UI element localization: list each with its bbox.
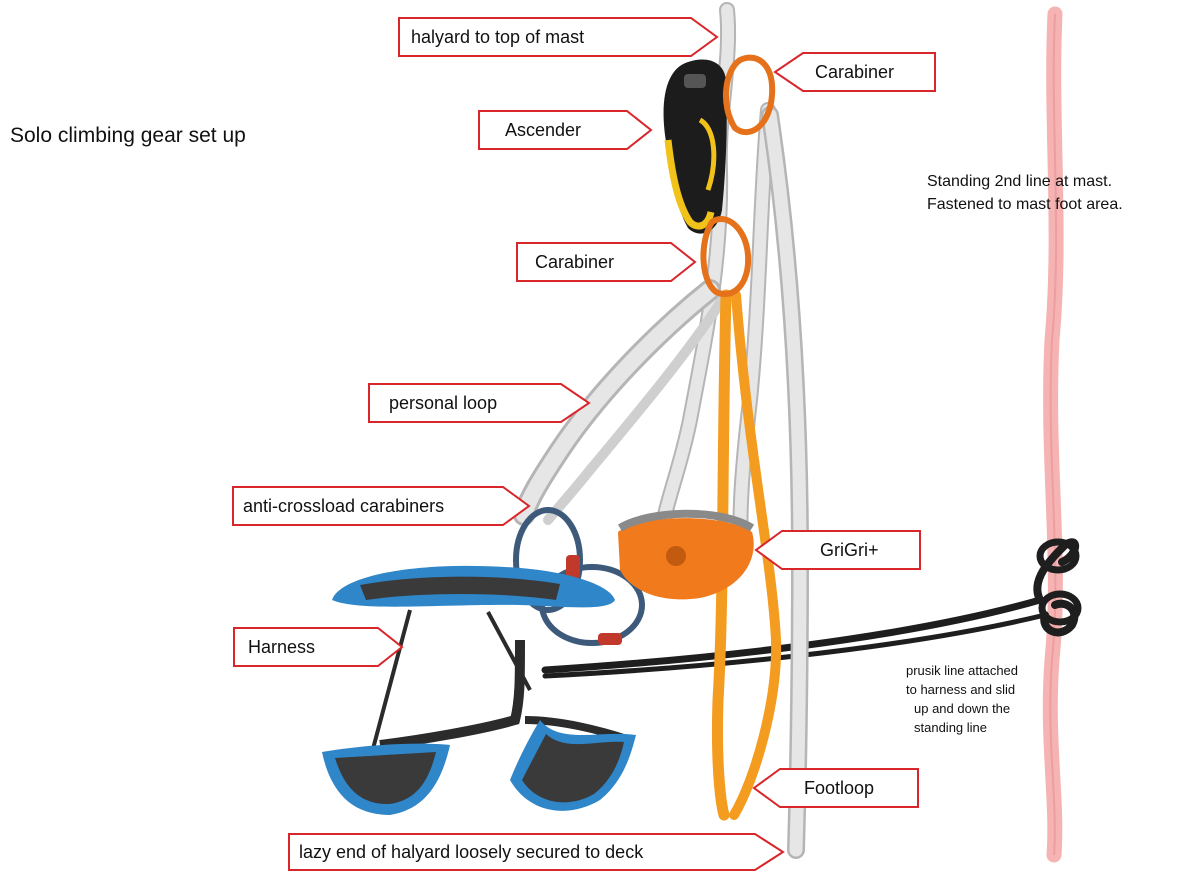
callout-personal-loop-label: personal loop bbox=[389, 382, 497, 424]
callout-ascender-label: Ascender bbox=[505, 109, 581, 151]
callout-ascender: Ascender bbox=[477, 109, 653, 151]
callout-grigri: GriGri+ bbox=[754, 529, 922, 571]
callout-halyard: halyard to top of mast bbox=[397, 16, 720, 58]
callout-personal-loop: personal loop bbox=[367, 382, 591, 424]
standing-line-note-line-1: Standing 2nd line at mast. bbox=[927, 170, 1123, 193]
callout-lazy-end-label: lazy end of halyard loosely secured to d… bbox=[299, 832, 643, 872]
callout-carabiner-mid-label: Carabiner bbox=[535, 241, 614, 283]
prusik-note-line-1: prusik line attached bbox=[906, 661, 1018, 680]
callout-harness-label: Harness bbox=[248, 626, 315, 668]
prusik-note-line-3: up and down the bbox=[906, 699, 1018, 718]
prusik-note-line-2: to harness and slid bbox=[906, 680, 1018, 699]
callout-footloop-label: Footloop bbox=[804, 767, 874, 809]
standing-line-note: Standing 2nd line at mast. Fastened to m… bbox=[927, 170, 1123, 216]
callout-carabiner-mid: Carabiner bbox=[515, 241, 697, 283]
standing-line-note-line-2: Fastened to mast foot area. bbox=[927, 193, 1123, 216]
callout-lazy-end: lazy end of halyard loosely secured to d… bbox=[287, 832, 785, 872]
diagram-title: Solo climbing gear set up bbox=[10, 124, 246, 148]
callout-halyard-label: halyard to top of mast bbox=[411, 16, 584, 58]
callout-harness: Harness bbox=[232, 626, 404, 668]
callout-anti-crossload-label: anti-crossload carabiners bbox=[243, 485, 444, 527]
prusik-note-line-4: standing line bbox=[906, 718, 1018, 737]
ascender-device bbox=[664, 59, 727, 233]
callout-carabiner-top: Carabiner bbox=[773, 51, 937, 93]
standing-line bbox=[1050, 14, 1056, 855]
callout-footloop: Footloop bbox=[752, 767, 920, 809]
prusik-note: prusik line attached to harness and slid… bbox=[906, 661, 1018, 737]
callout-grigri-label: GriGri+ bbox=[820, 529, 879, 571]
harness bbox=[322, 566, 636, 815]
carabiner-top bbox=[726, 58, 772, 132]
callout-anti-crossload: anti-crossload carabiners bbox=[231, 485, 531, 527]
grigri-device bbox=[618, 514, 754, 600]
callout-carabiner-top-label: Carabiner bbox=[815, 51, 894, 93]
